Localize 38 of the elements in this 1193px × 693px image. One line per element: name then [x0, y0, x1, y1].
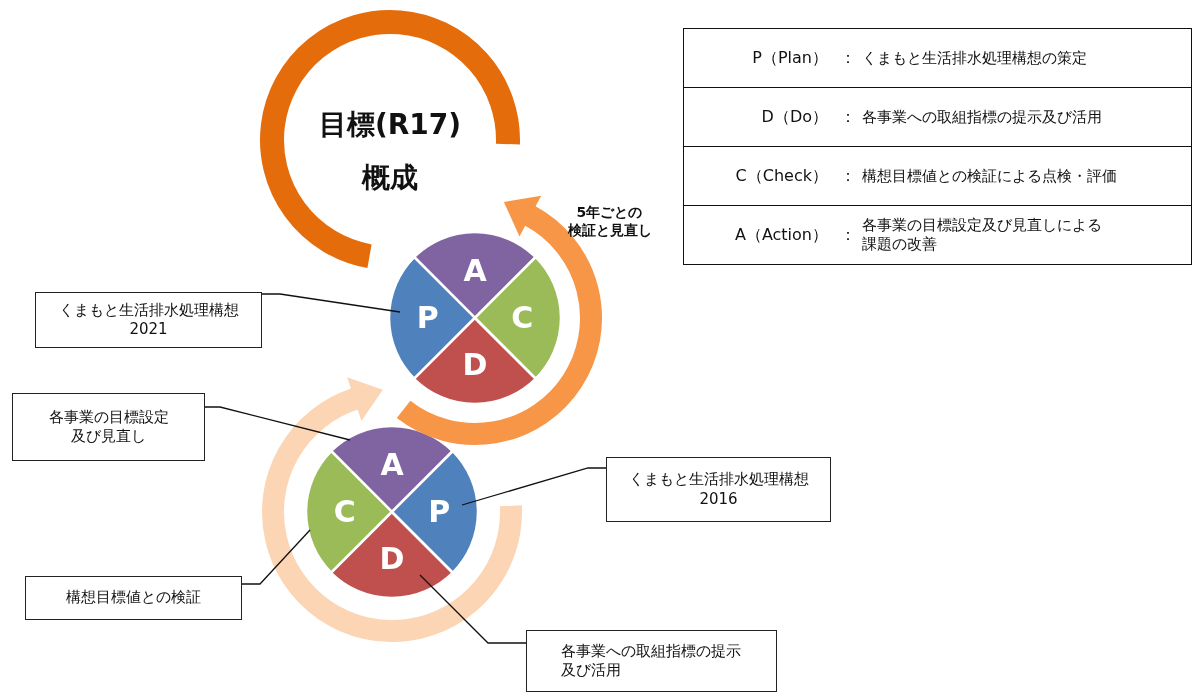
phase-name: P（Plan）	[752, 47, 829, 67]
phase-name: C（Check）	[735, 165, 829, 185]
segment-letter: A	[463, 255, 487, 286]
colon: ：	[840, 47, 856, 67]
colon: ：	[840, 224, 856, 244]
phase-description: 各事業の目標設定及び見直しによる課題の改善	[862, 215, 1103, 255]
colon: ：	[840, 165, 856, 185]
leader-line	[261, 293, 401, 313]
callout-text: くまもと生活排水処理構想 2016	[627, 470, 810, 509]
phase-name: A（Action）	[734, 224, 829, 244]
segment-letter: C	[511, 303, 534, 333]
leader-line	[204, 406, 351, 441]
phase-name: D（Do）	[761, 106, 829, 126]
segment-letter: P	[416, 303, 439, 333]
callout-box	[35, 292, 262, 348]
callout-box	[526, 630, 777, 692]
segment-letter: C	[333, 497, 356, 527]
callout-box	[25, 576, 242, 620]
phase-description: 各事業への取組指標の提示及び活用	[862, 107, 1102, 128]
callout-text: くまもと生活排水処理構想 2021	[57, 300, 240, 340]
phase-description: くまもと生活排水処理構想の策定	[862, 48, 1087, 69]
segment-letter: D	[462, 350, 488, 381]
callout-box	[12, 393, 205, 461]
phase-description: 構想目標値との検証による点検・評価	[862, 166, 1117, 187]
goal-title: 目標(R17)	[318, 107, 462, 143]
leader-line	[419, 574, 527, 644]
segment-letter: P	[428, 497, 451, 527]
colon: ：	[840, 106, 856, 126]
callout-box	[606, 457, 831, 522]
segment-letter: D	[379, 544, 405, 575]
leader-line	[241, 529, 311, 585]
leader-line	[461, 467, 607, 506]
cycle-note: 5年ごとの検証と見直し	[568, 203, 653, 240]
callout-text: 構想目標値との検証	[65, 588, 202, 608]
callout-text: 各事業への取組指標の提示及び活用	[560, 641, 742, 681]
segment-letter: A	[380, 449, 404, 480]
callout-text: 各事業の目標設定及び見直し	[47, 407, 170, 447]
goal-text: 概成	[362, 160, 418, 196]
